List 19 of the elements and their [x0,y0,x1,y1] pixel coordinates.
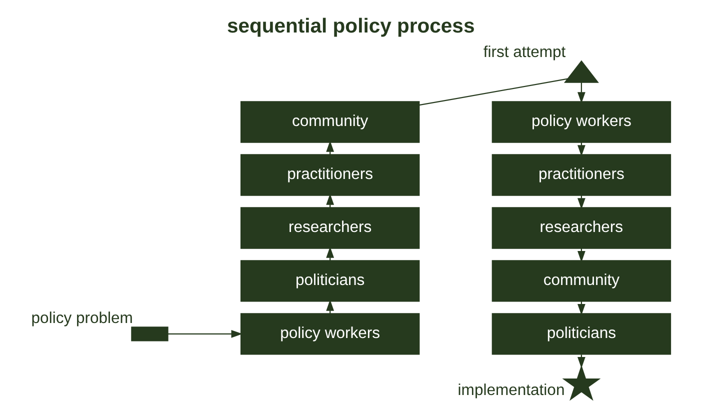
node-box: researchers [240,207,420,249]
arrow [168,330,242,338]
node-box: community [240,101,420,143]
arrow [577,82,585,104]
node-label: implementation [457,382,564,400]
diagram-title: sequential policy process [226,15,474,38]
node-box: politicians [491,313,671,355]
node-label: first attempt [482,44,566,61]
node-box: community [491,260,671,302]
node-box: researchers [491,207,671,249]
node-box: practitioners [491,154,671,196]
node-triangle [563,60,598,83]
connector [418,78,568,106]
node-box: politicians [240,260,420,302]
node-box: policy workers [491,101,671,143]
node-bar [130,326,168,342]
node-box: policy workers [240,313,420,355]
node-label: policy problem [30,310,132,327]
node-box: practitioners [240,154,420,196]
